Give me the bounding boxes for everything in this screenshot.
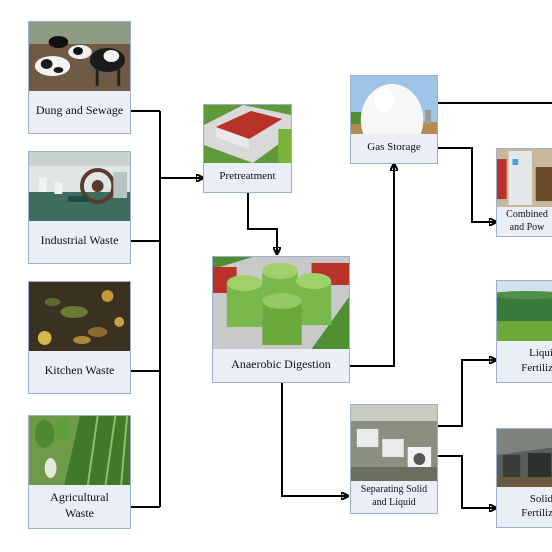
label-separating-line2: and Liquid <box>372 497 416 508</box>
label-pretreatment: Pretreatment <box>219 170 276 183</box>
label-gas-storage: Gas Storage <box>367 141 421 154</box>
label-solid-line2: Fertiliz <box>521 507 552 519</box>
label-liquid-line1: Liqui <box>529 347 552 360</box>
label-chp-line2: and Pow <box>509 221 545 233</box>
kitchen-scraps-image <box>29 282 130 351</box>
label-solid-fertilizer: Solid Fertiliz <box>497 485 552 527</box>
factory-image <box>29 152 130 221</box>
arrow-to-gas <box>350 164 394 367</box>
label-solid-line1: Solid <box>529 492 552 505</box>
pretreatment-building-image <box>204 105 291 163</box>
label-agricultural-line2: Waste <box>64 505 95 520</box>
liquid-tank-image <box>497 281 552 341</box>
label-kitchen-waste: Kitchen Waste <box>44 363 115 378</box>
arrow-to-chp <box>438 147 496 222</box>
digester-tanks-image <box>213 257 349 349</box>
label-separating-line1: Separating Solid <box>360 484 428 495</box>
label-separating-solid-and-liquid: Separating Solid and Liquid <box>351 479 437 513</box>
label-anaerobic-digestion: Anaerobic Digestion <box>231 356 331 371</box>
node-liquid-fertilizer: Liqui Fertiliz <box>496 280 552 383</box>
node-anaerobic-digestion: Anaerobic Digestion <box>212 256 350 383</box>
crops-image <box>29 416 130 485</box>
node-gas-storage: Gas Storage <box>350 75 438 164</box>
label-agricultural-waste: Agricultural Waste <box>29 483 130 528</box>
node-dung-and-sewage: Dung and Sewage <box>28 21 131 134</box>
label-liquid-line2: Fertiliz <box>521 361 552 374</box>
node-kitchen-waste: Kitchen Waste <box>28 281 131 394</box>
node-separating-solid-and-liquid: Separating Solid and Liquid <box>350 404 438 514</box>
arrow-to-separating <box>281 383 348 496</box>
label-chp-line1: Combined <box>506 208 548 220</box>
node-pretreatment: Pretreatment <box>203 104 292 193</box>
label-industrial-waste: Industrial Waste <box>40 233 119 248</box>
label-dung-and-sewage: Dung and Sewage <box>35 103 124 118</box>
node-solid-fertilizer: Solid Fertiliz <box>496 428 552 528</box>
arrow-to-liquid <box>438 360 496 427</box>
generator-image <box>497 149 552 207</box>
cows-image <box>29 22 130 91</box>
node-combined-heat-and-power: Combined and Pow <box>496 148 552 237</box>
arrow-to-solid <box>438 455 496 508</box>
separator-machinery-image <box>351 405 437 481</box>
label-liquid-fertilizer: Liqui Fertiliz <box>497 339 552 382</box>
arrow-to-digestion <box>247 193 277 254</box>
gas-dome-image <box>351 76 437 134</box>
solid-storage-image <box>497 429 552 487</box>
node-industrial-waste: Industrial Waste <box>28 151 131 264</box>
label-combined-heat-and-power: Combined and Pow <box>497 205 552 236</box>
node-agricultural-waste: Agricultural Waste <box>28 415 131 529</box>
label-agricultural-line1: Agricultural <box>50 489 109 504</box>
